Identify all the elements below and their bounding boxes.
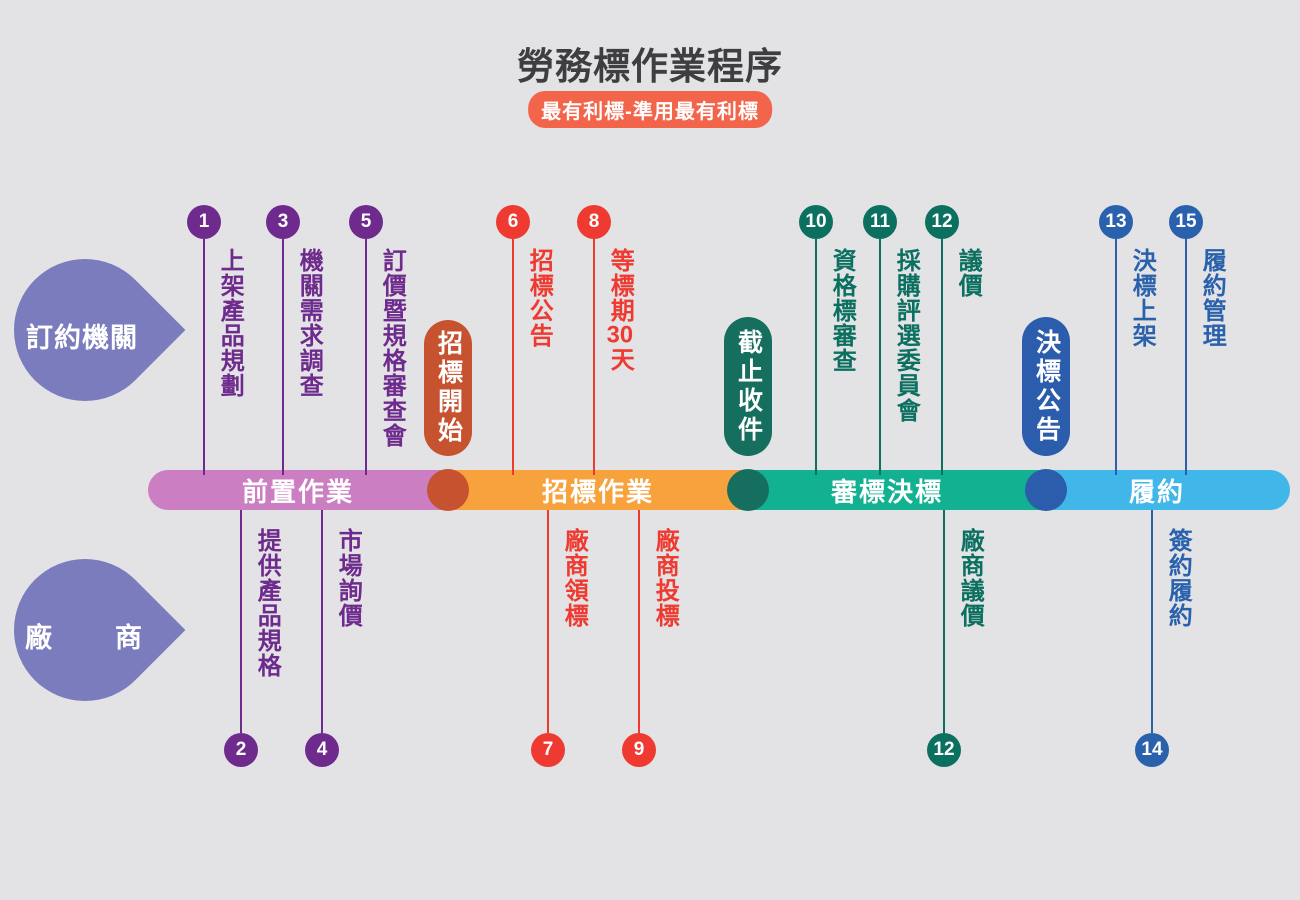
step-label: 簽約履約 [1164, 528, 1192, 628]
step-label: 議價 [954, 248, 982, 298]
connector-line [1115, 239, 1117, 475]
connector-line [941, 239, 943, 475]
connector-line [1151, 510, 1153, 733]
phase-label: 審標決標 [830, 476, 943, 507]
step-label: 招標公告 [525, 248, 553, 348]
step-label: 決標上架 [1128, 248, 1156, 348]
actor-vendor: 廠商 [0, 529, 200, 731]
step-number-badge: 10 [799, 205, 833, 239]
connector-line [593, 239, 595, 475]
step-number-badge: 11 [863, 205, 897, 239]
step-number-badge: 13 [1099, 205, 1133, 239]
step-label: 等標期30天 [606, 248, 634, 372]
milestone-label: 截止收件 [734, 328, 763, 445]
junction-dot-submission-deadline [727, 469, 769, 511]
step-number-badge: 3 [266, 205, 300, 239]
connector-line [879, 239, 881, 475]
phase-label: 履約 [1128, 476, 1185, 507]
step-number-badge: 1 [187, 205, 221, 239]
connector-line [512, 239, 514, 475]
milestone-pill-award-announcement: 決標公告 [1022, 317, 1070, 456]
connector-line [203, 239, 205, 475]
connector-line [638, 510, 640, 733]
connector-line [240, 510, 242, 733]
phase-segment-preparation: 前置作業 [148, 470, 448, 510]
junction-dot-tender-start [427, 469, 469, 511]
connector-line [1185, 239, 1187, 475]
step-label: 資格標審查 [828, 248, 856, 373]
step-number-badge: 7 [531, 733, 565, 767]
step-label: 廠商領標 [560, 528, 588, 628]
junction-dot-award-announcement [1025, 469, 1067, 511]
milestone-label: 決標公告 [1032, 328, 1061, 445]
connector-line [943, 510, 945, 733]
connector-line [282, 239, 284, 475]
actor-label: 訂約機關 [26, 323, 138, 353]
step-number-badge: 5 [349, 205, 383, 239]
step-number-badge: 12 [925, 205, 959, 239]
actor-contracting-agency: 訂約機關 [0, 229, 200, 431]
step-label: 採購評選委員會 [892, 248, 920, 423]
connector-line [365, 239, 367, 475]
step-label: 廠商投標 [651, 528, 679, 628]
connector-line [815, 239, 817, 475]
milestone-pill-tender-start: 招標開始 [424, 320, 472, 456]
phase-segment-tendering: 招標作業 [448, 470, 748, 510]
step-label: 機關需求調查 [295, 248, 323, 398]
step-number-badge: 8 [577, 205, 611, 239]
step-number-badge: 6 [496, 205, 530, 239]
step-number-badge: 12 [927, 733, 961, 767]
step-label: 市場詢價 [334, 528, 362, 628]
step-number-badge: 2 [224, 733, 258, 767]
step-number-badge: 4 [305, 733, 339, 767]
phase-segment-performance: 履約 [1046, 470, 1290, 510]
step-label: 廠商議價 [956, 528, 984, 628]
phase-label: 前置作業 [241, 476, 354, 507]
connector-line [321, 510, 323, 733]
page-title: 勞務標作業程序 [517, 46, 783, 87]
milestone-label: 招標開始 [434, 330, 463, 446]
step-label: 履約管理 [1198, 248, 1226, 348]
step-number-badge: 15 [1169, 205, 1203, 239]
phase-segment-evaluation-award: 審標決標 [748, 470, 1046, 510]
step-number-badge: 14 [1135, 733, 1169, 767]
connector-line [547, 510, 549, 733]
phase-label: 招標作業 [541, 476, 654, 507]
step-label: 上架產品規劃 [216, 248, 244, 398]
subtitle-badge: 最有利標-準用最有利標 [528, 91, 772, 128]
step-label: 訂價暨規格審查會 [378, 248, 406, 448]
milestone-pill-submission-deadline: 截止收件 [724, 317, 772, 456]
step-label: 提供產品規格 [253, 528, 281, 678]
actor-label: 廠商 [25, 623, 143, 653]
step-number-badge: 9 [622, 733, 656, 767]
